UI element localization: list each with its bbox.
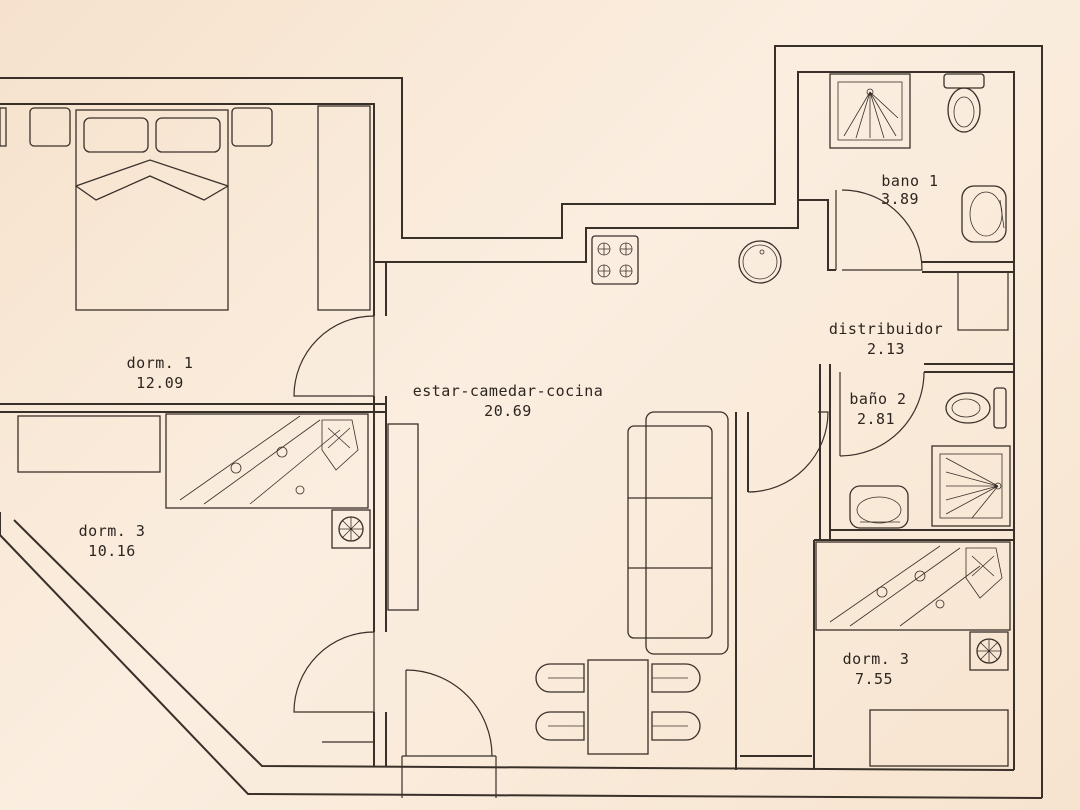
room-name: distribuidor [829,320,943,338]
room-area: 12.09 [136,374,184,392]
room-area: 20.69 [484,402,532,420]
closet-dorm3a [165,413,369,509]
toilet-bano2 [945,387,1007,429]
room-area: 2.13 [867,340,905,358]
room-area: 2.81 [857,410,895,428]
room-label-distribuidor: distribuidor 2.13 [829,320,943,358]
room-area: 10.16 [88,542,136,560]
room-label-dorm1: dorm. 1 12.09 [127,354,194,392]
desk-dorm3b [869,709,1009,767]
room-name: dorm. 3 [843,650,910,668]
sofa [627,411,729,655]
room-label-dorm3b: dorm. 3 7.55 [843,650,910,688]
shower-bano1 [829,73,911,149]
room-name: dorm. 1 [127,354,194,372]
double-bed [75,109,229,311]
room-name: estar-camedar-cocina [413,382,604,400]
sink-kitchen [738,240,782,284]
heater-dorm3b [969,631,1009,671]
room-label-estar: estar-camedar-cocina 20.69 [413,382,604,420]
room-name: baño 2 [849,390,906,408]
closet-dorm3b [815,541,1011,631]
desk-dorm3a [17,415,161,473]
room-area: 7.55 [855,670,893,688]
room-label-bano2: baño 2 2.81 [849,390,906,428]
room-name: bano 1 [881,172,938,190]
interior-walls [0,199,1014,798]
cooktop [591,235,639,285]
toilet-bano1 [943,73,985,133]
heater-dorm3a [331,509,371,549]
wall-shelf-estar [387,423,419,611]
shower-bano2 [931,445,1011,527]
doors [293,189,925,757]
room-label-bano1: bano 1 3.89 [881,172,938,208]
dining-table [535,659,701,755]
room-name: dorm. 3 [79,522,146,540]
washbasin-bano1 [961,185,1007,243]
washbasin-bano2 [849,485,909,529]
room-label-dorm3a: dorm. 3 10.16 [79,522,146,560]
exterior-walls [0,45,1043,799]
room-area: 3.89 [881,190,919,208]
nightstands [0,107,273,147]
wardrobe-dorm1 [317,105,371,311]
